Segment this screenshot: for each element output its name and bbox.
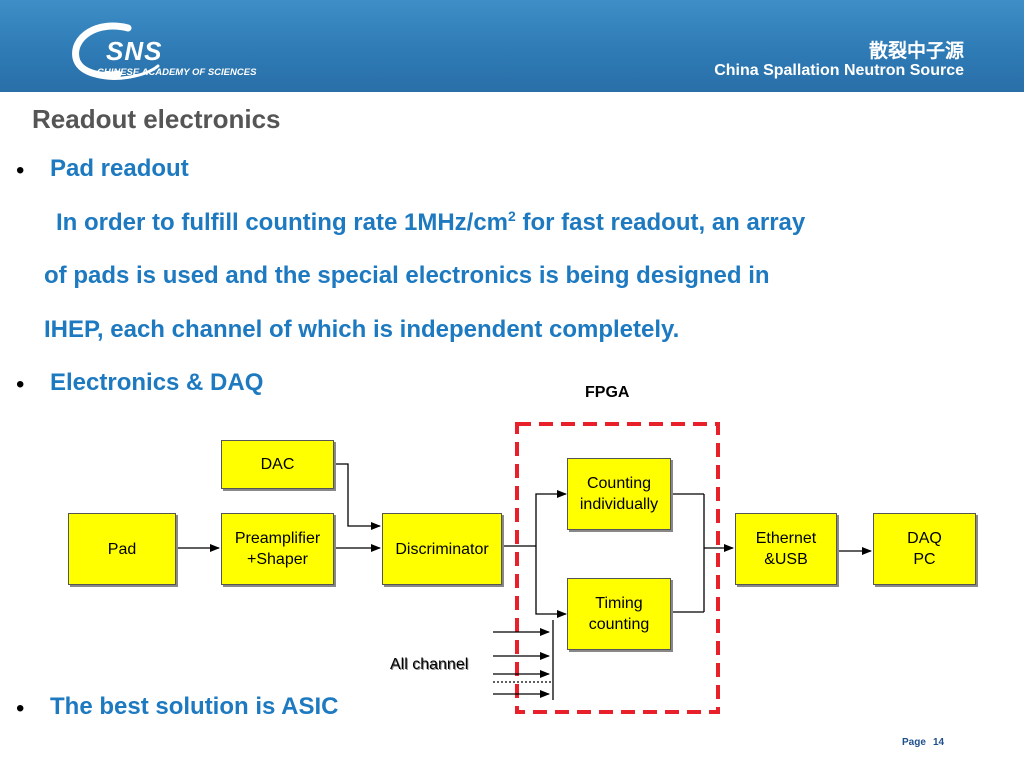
fpga-label: FPGA xyxy=(585,384,630,401)
fpga-boundary xyxy=(515,422,720,714)
paragraph-line-2: of pads is used and the special electron… xyxy=(44,262,770,289)
daq-pc-block: DAQ PC xyxy=(873,513,976,585)
arrow-dac-to-discriminator xyxy=(333,463,381,530)
arrow-to-counting xyxy=(535,490,567,546)
bullet-heading-electronics-daq: Electronics & DAQ xyxy=(50,369,264,396)
bullet-marker: • xyxy=(16,371,25,398)
counting-block: Counting individually xyxy=(567,458,671,530)
arrow-to-timing xyxy=(535,546,567,618)
sns-logo-swoosh-icon xyxy=(72,22,160,80)
bullet-marker: • xyxy=(16,695,25,722)
slide-title: Readout electronics xyxy=(32,104,281,134)
bullet-heading-pad-readout: Pad readout xyxy=(50,155,189,182)
header-title-en: China Spallation Neutron Source xyxy=(714,62,964,79)
superscript-2: 2 xyxy=(508,208,516,224)
paragraph-line-3: IHEP, each channel of which is independe… xyxy=(44,316,680,343)
ethernet-usb-block: Ethernet &USB xyxy=(735,513,837,585)
paragraph-line-1: In order to fulfill counting rate 1MHz/c… xyxy=(56,208,806,236)
bullet-marker: • xyxy=(16,157,25,184)
page-label: Page xyxy=(902,737,926,748)
header-title-cn: 散裂中子源 xyxy=(868,41,964,62)
pad-block: Pad xyxy=(68,513,176,585)
all-channel-label: All channel xyxy=(390,656,469,673)
dac-block: DAC xyxy=(221,440,334,489)
bullet-heading-asic: The best solution is ASIC xyxy=(50,693,339,720)
logo-subtext: CHINESE ACADEMY OF SCIENCES xyxy=(97,67,257,78)
logo-text: SNS xyxy=(106,36,163,66)
preamp-shaper-block: Preamplifier +Shaper xyxy=(221,513,334,585)
timing-block: Timing counting xyxy=(567,578,671,650)
discriminator-block: Discriminator xyxy=(382,513,502,585)
page-number: 14 xyxy=(933,737,945,748)
header-banner: SNS CHINESE ACADEMY OF SCIENCES 散裂中子源 Ch… xyxy=(0,0,1024,92)
